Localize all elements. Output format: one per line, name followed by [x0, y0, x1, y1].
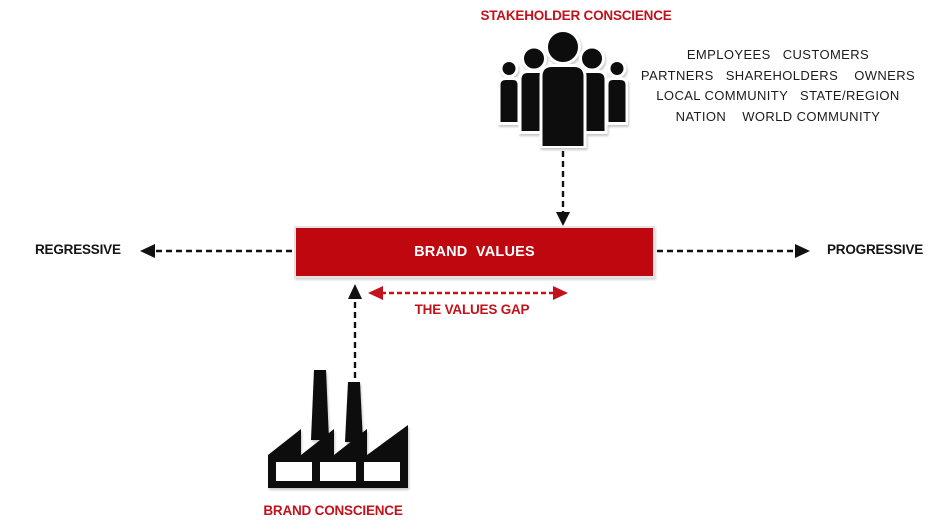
stakeholder-list-line: NATION WORLD COMMUNITY: [675, 108, 881, 124]
stakeholder-list-line: PARTNERS SHAREHOLDERS OWNERS: [640, 67, 916, 83]
stakeholder-conscience-title: STAKEHOLDER CONSCIENCE: [480, 8, 672, 23]
regressive-label: REGRESSIVE: [35, 242, 121, 257]
brand-values-box: BRAND VALUES: [294, 226, 655, 278]
stakeholder-list-line: EMPLOYEES CUSTOMERS: [686, 47, 870, 62]
brand-conscience-title: BRAND CONSCIENCE: [263, 503, 403, 518]
values-gap-arrow: [368, 286, 568, 300]
brand-values-label: BRAND VALUES: [414, 244, 535, 260]
progressive-label: PROGRESSIVE: [827, 242, 924, 257]
progressive-arrow: [657, 244, 810, 258]
stakeholder-list-line: LOCAL COMMUNITY STATE/REGION: [656, 88, 900, 103]
stakeholder-list: EMPLOYEES CUSTOMERS PARTNERS SHAREHOLDER…: [618, 45, 938, 127]
regressive-arrow: [140, 244, 292, 258]
people-group-icon: [498, 29, 628, 148]
values-gap-label: THE VALUES GAP: [414, 302, 530, 317]
factory-icon: [268, 370, 408, 488]
brand-conscience-up-arrow: [348, 284, 362, 378]
stakeholder-down-arrow: [556, 151, 570, 226]
